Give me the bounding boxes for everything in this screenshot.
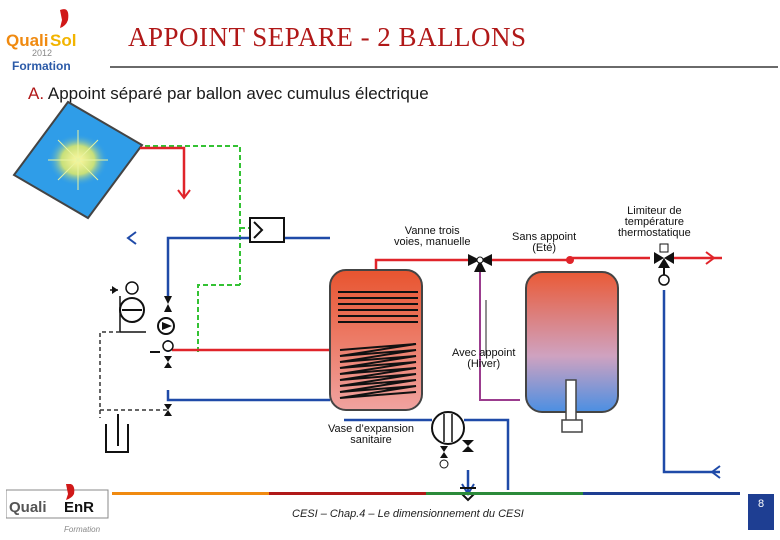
solar-regulator [249,217,285,243]
expansion-vessel [431,411,476,502]
electric-tank [525,271,619,433]
logo-sub: Formation [12,59,71,70]
section-letter: A. [28,84,45,103]
footer-caption: CESI – Chap.4 – Le dimensionnement du CE… [292,508,524,520]
logo-bottom-word-1: Quali [9,499,47,516]
cold-arrows [126,231,721,496]
logo-word-1: Quali [6,31,49,50]
footer-color-bar [112,492,740,495]
solar-tank [329,269,423,411]
page-title: APPOINT SEPARE - 2 BALLONS [128,22,527,52]
logo-year: 2012 [32,48,52,58]
three-way-valve [468,254,492,272]
label-expansion-vessel: Vase d’expansion sanitaire [328,423,415,446]
logo-bottom-word-2: EnR [64,499,94,516]
logo-word-2: Sol [50,31,76,50]
label-with-backup: Avec appoint (Hiver) [452,347,516,370]
logo-bottom-sub: Formation [64,525,101,534]
qualisol-logo: Quali Sol 2012 Formation [6,9,76,70]
label-no-backup: Sans appoint (Eté) [512,231,577,254]
drain-bucket [105,414,129,453]
label-temperature-limiter: Limiteur de température thermostatique [618,205,691,239]
pump-group [110,281,175,416]
junction-dot [566,256,574,264]
hot-pipes [140,146,722,352]
page-number-badge: 8 [748,494,774,530]
section-text: Appoint séparé par ballon avec cumulus é… [47,84,429,103]
section-heading: A. Appoint séparé par ballon avec cumulu… [28,84,429,104]
hot-arrows [177,189,716,265]
thermostatic-mixer [654,243,674,286]
mixed-pipe [479,270,520,401]
qualienr-logo: Quali EnR Formation [6,484,109,534]
label-three-way-valve: Vanne trois voies, manuelle [394,225,471,248]
solar-panel [12,100,144,220]
title-divider [110,66,778,68]
drain-line [99,331,168,418]
